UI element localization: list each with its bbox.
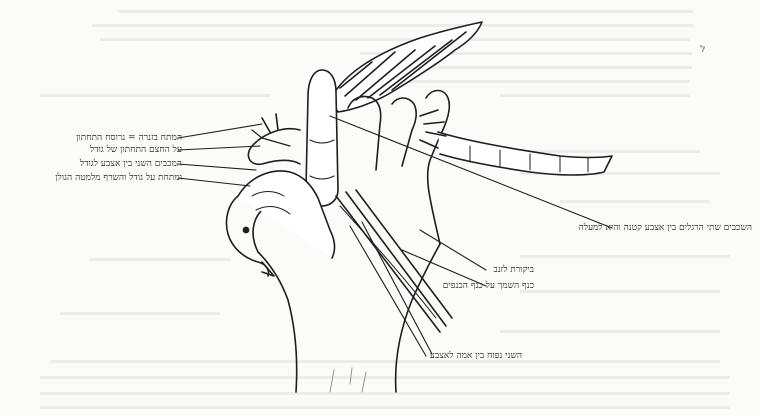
- label-left-4: ומתחת על גודל והשרף מלמטה הגולן: [55, 172, 182, 184]
- leader-lines: [178, 116, 612, 356]
- label-right-mid-2: כנף השמך על כנף הכנפים: [443, 280, 534, 292]
- label-bottom: השני נפוח בין אמה לאצבע: [430, 350, 522, 362]
- label-left-1: המתח בזנרה = נרוסח התחתון: [76, 132, 182, 144]
- label-right-mid-1: ביקורת לזנב: [493, 264, 534, 276]
- bird-body-drawing: [226, 110, 612, 332]
- label-left-2: על החצם התחתון של גודל: [90, 144, 182, 156]
- label-right-top: השכבים שתי הרגלים בין אצבע קטנה והיא למע…: [579, 222, 752, 234]
- label-left-3: המכבים השני בין אצבע לגודל: [80, 158, 182, 170]
- corner-mark: ל: [700, 44, 706, 55]
